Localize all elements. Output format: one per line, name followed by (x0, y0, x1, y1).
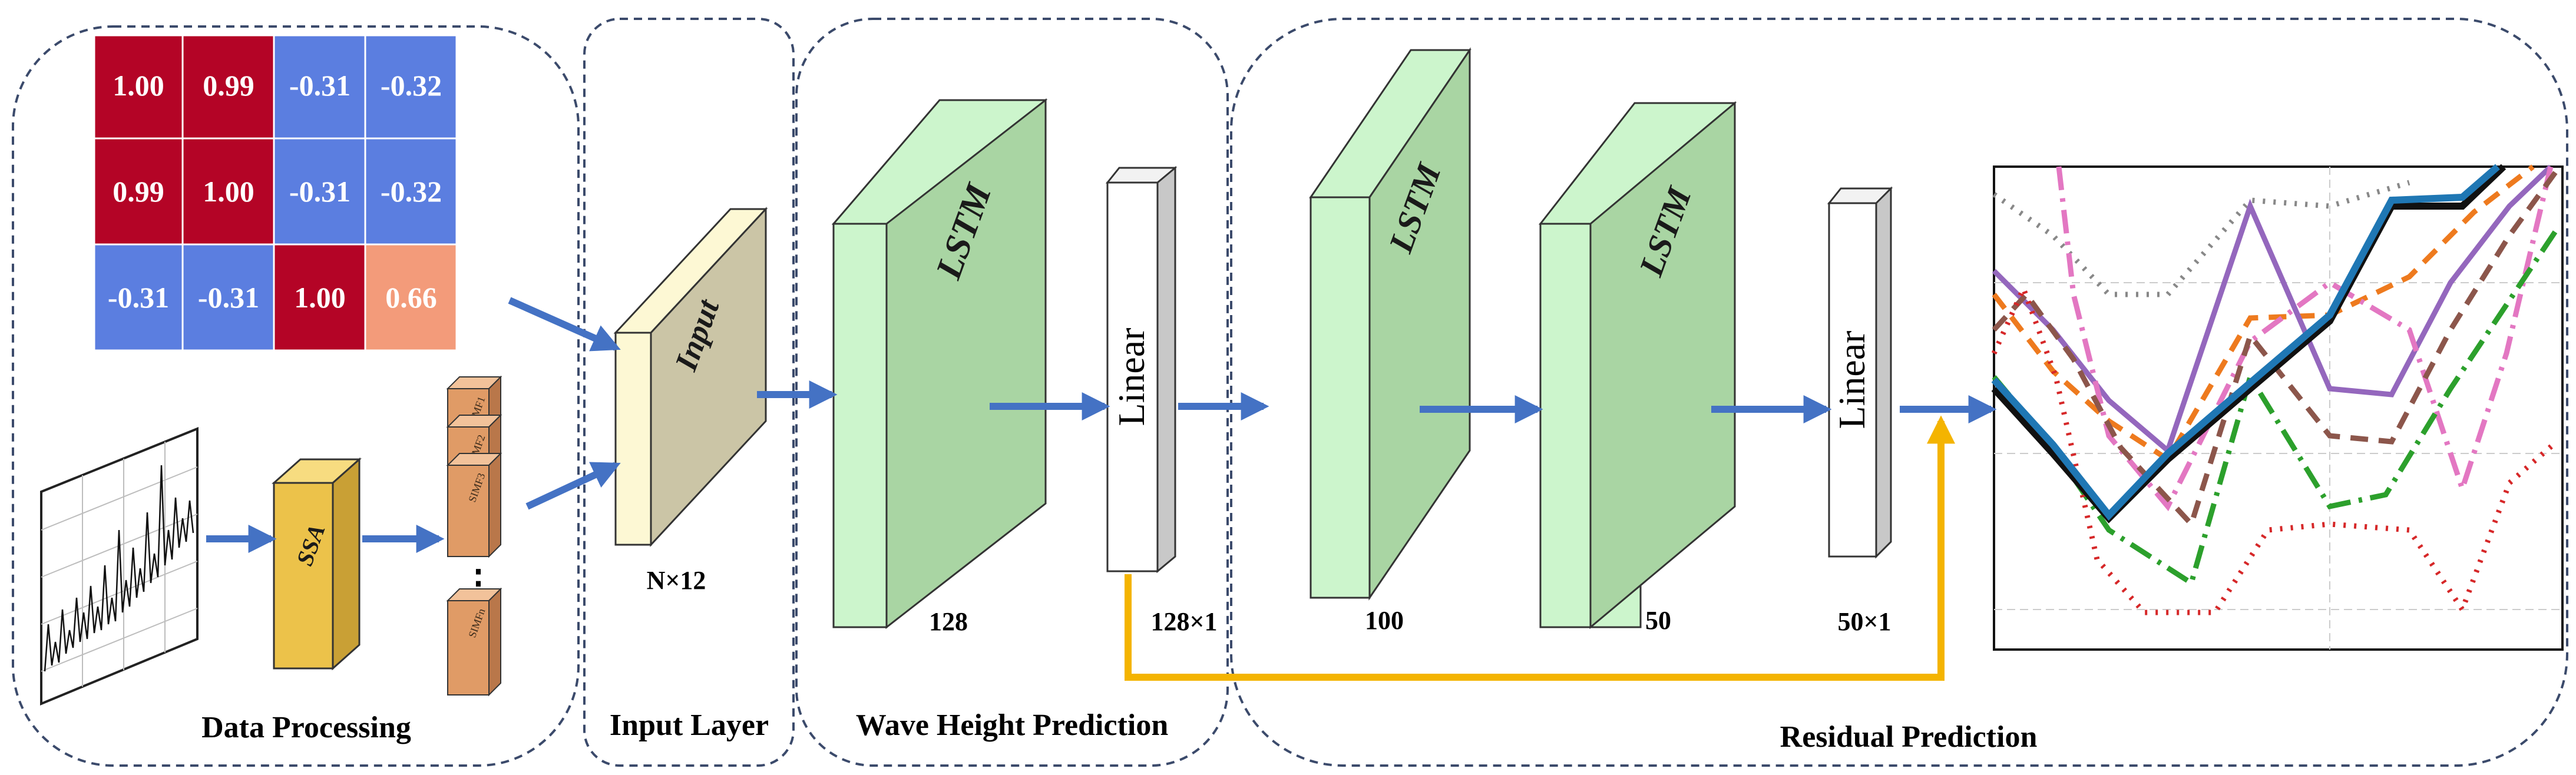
plot-line (1992, 169, 2559, 529)
linear-size-label-2: 50×1 (1837, 607, 1891, 636)
lstm-size-label-3: 50 (1645, 606, 1671, 635)
matrix-value: 0.66 (385, 281, 437, 314)
input-layer-caption: Input Layer (610, 708, 769, 742)
lstm-block-3: LSTM (1538, 101, 1737, 630)
residual-caption: Residual Prediction (1780, 720, 2038, 754)
matrix-cell (181, 243, 275, 352)
wave-height-panel (795, 18, 1229, 767)
matrix-value: -0.31 (289, 69, 350, 102)
matrix-value: 0.99 (203, 69, 254, 102)
matrix-cell (273, 243, 366, 352)
matrix-value: 1.00 (113, 69, 164, 102)
matrix-value: 0.99 (113, 175, 164, 208)
matrix-value: -0.32 (381, 69, 442, 102)
imf-block: SIMFn (446, 587, 502, 697)
plot-line (1991, 164, 2500, 521)
linear-block-2: Linear (1827, 186, 1893, 559)
matrix-cell (364, 243, 458, 352)
raw-series-plot (40, 427, 199, 706)
flow-arrows (206, 297, 1997, 553)
output-plot (1991, 164, 2564, 651)
arrow (525, 462, 621, 510)
matrix-cell (364, 137, 458, 246)
plot-line (1992, 164, 2535, 463)
lstm-size-label-1: 128 (929, 607, 968, 636)
plot-line (2056, 165, 2554, 512)
imf-block: SIMF3 (446, 452, 502, 558)
matrix-cell (93, 34, 184, 140)
matrix-value: -0.31 (198, 281, 259, 314)
data-processing-caption: Data Processing (201, 711, 411, 744)
skip-connection-arrow (1125, 415, 1955, 681)
imf-stack: SIMF1 SIMF2 SIMF3 ⋮ SIMFn (446, 375, 502, 697)
matrix-value: -0.31 (108, 281, 169, 314)
lstm-block-2: LSTM (1309, 47, 1471, 601)
data-processing-panel (12, 25, 580, 767)
ssa-block: SSA (272, 457, 362, 671)
matrix-cell (273, 34, 366, 140)
correlation-matrix: 1.00 0.99 -0.31 -0.32 0.99 1.00 -0.31 -0… (93, 34, 458, 352)
linear-label-2: Linear (1831, 331, 1873, 429)
input-size-label: N×12 (647, 566, 706, 595)
linear-block-1: Linear (1105, 165, 1178, 574)
linear-label-1: Linear (1110, 328, 1152, 426)
matrix-value: -0.31 (289, 175, 350, 208)
plot-line (1991, 164, 2506, 524)
wave-height-caption: Wave Height Prediction (856, 708, 1169, 742)
matrix-cell (181, 34, 275, 140)
input-block: Input (613, 207, 768, 547)
input-layer-panel (583, 18, 795, 767)
lstm-size-label-2: 100 (1365, 606, 1404, 635)
matrix-value: 1.00 (203, 175, 254, 208)
plot-line (1991, 281, 2558, 615)
matrix-value: -0.32 (381, 175, 442, 208)
matrix-value: 1.00 (294, 281, 346, 314)
raw-series-line (44, 465, 194, 672)
residual-panel (1230, 18, 2568, 767)
linear-size-label-1: 128×1 (1150, 607, 1217, 636)
plot-line (1992, 164, 2553, 455)
lstm-block-1: LSTM (831, 98, 1048, 630)
matrix-cell (93, 243, 184, 352)
arrow (508, 297, 621, 352)
